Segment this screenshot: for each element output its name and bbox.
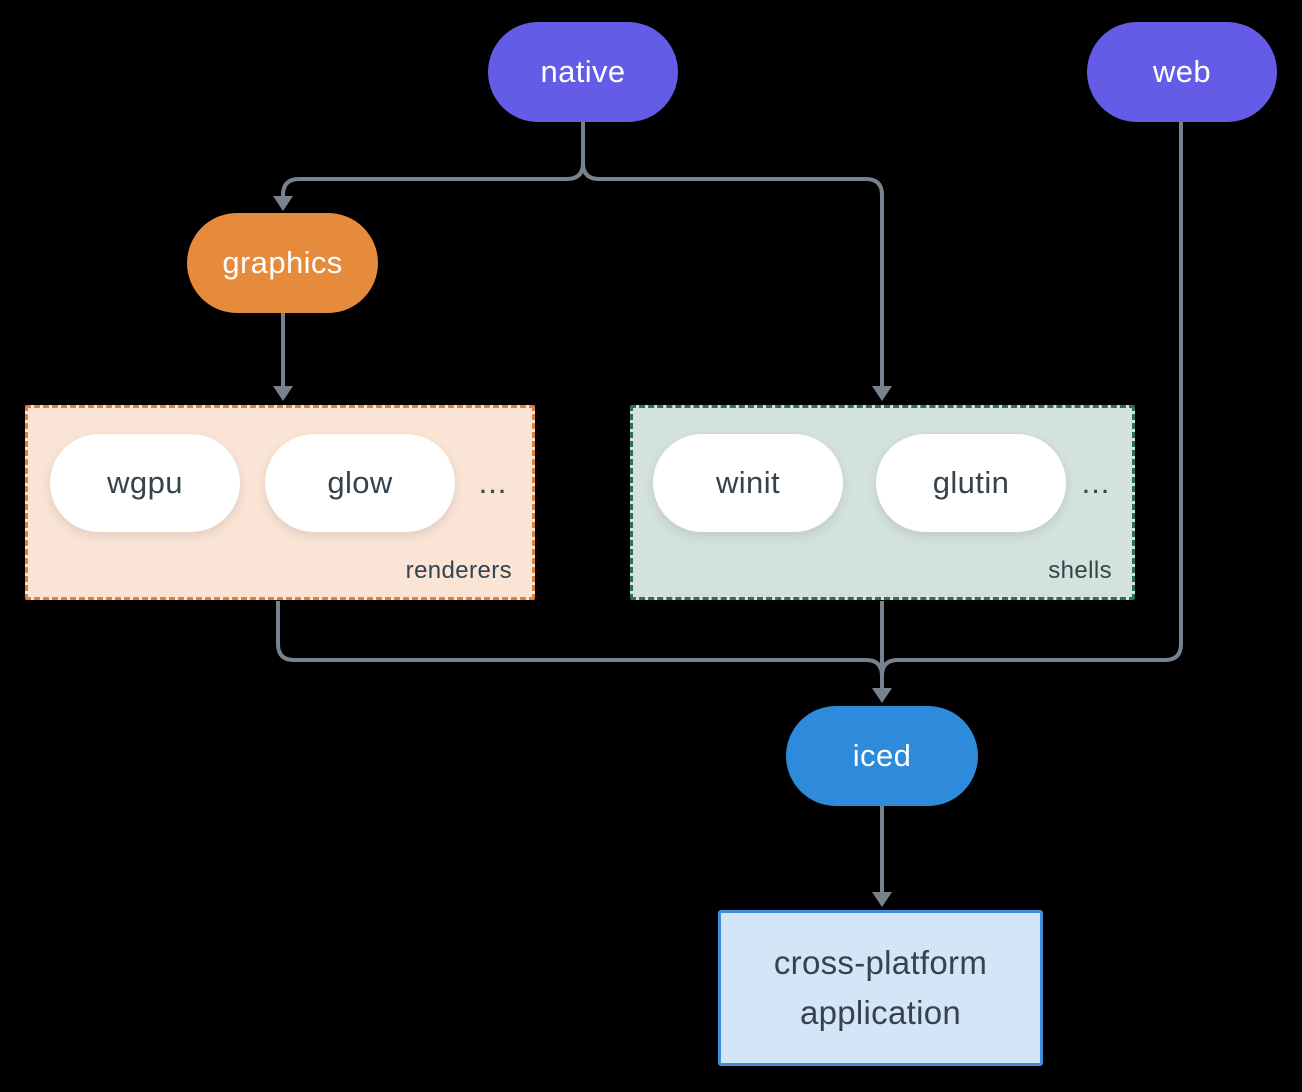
node-glutin-label: glutin: [932, 465, 1010, 500]
shells-ellipsis: ...: [1081, 465, 1111, 500]
node-graphics-label: graphics: [222, 245, 343, 280]
node-wgpu-label: wgpu: [107, 465, 183, 500]
group-renderers: wgpu glow ... renderers: [25, 405, 535, 600]
node-wgpu: wgpu: [50, 434, 240, 532]
renderers-ellipsis: ...: [478, 465, 508, 500]
node-application: cross-platform application: [718, 910, 1043, 1066]
arrowhead-into-graphics: [273, 196, 293, 211]
connector-native-to-shells: [581, 122, 884, 387]
node-graphics: graphics: [187, 213, 378, 313]
node-native: native: [488, 22, 678, 122]
node-glutin: glutin: [876, 434, 1066, 532]
node-iced: iced: [786, 706, 978, 806]
node-glow: glow: [265, 434, 455, 532]
renderers-group-label: renderers: [405, 557, 512, 584]
application-label-line1: cross-platform: [773, 944, 988, 981]
arrowhead-into-iced: [872, 688, 892, 703]
node-web-label: web: [1152, 54, 1212, 89]
group-shells: winit glutin ... shells: [630, 405, 1135, 600]
node-native-label: native: [540, 54, 626, 89]
arrowhead-into-renderers: [273, 386, 293, 401]
arrowhead-into-shells: [872, 386, 892, 401]
node-winit-label: winit: [715, 465, 780, 500]
arrowhead-into-application: [872, 892, 892, 907]
connector-native-to-graphics: [281, 122, 585, 197]
node-glow-label: glow: [327, 465, 393, 500]
node-iced-label: iced: [852, 738, 912, 773]
node-web: web: [1087, 22, 1277, 122]
shells-group-label: shells: [1048, 557, 1112, 584]
connector-renderers-to-merge: [276, 601, 884, 677]
node-winit: winit: [653, 434, 843, 532]
application-label-line2: application: [799, 994, 962, 1031]
